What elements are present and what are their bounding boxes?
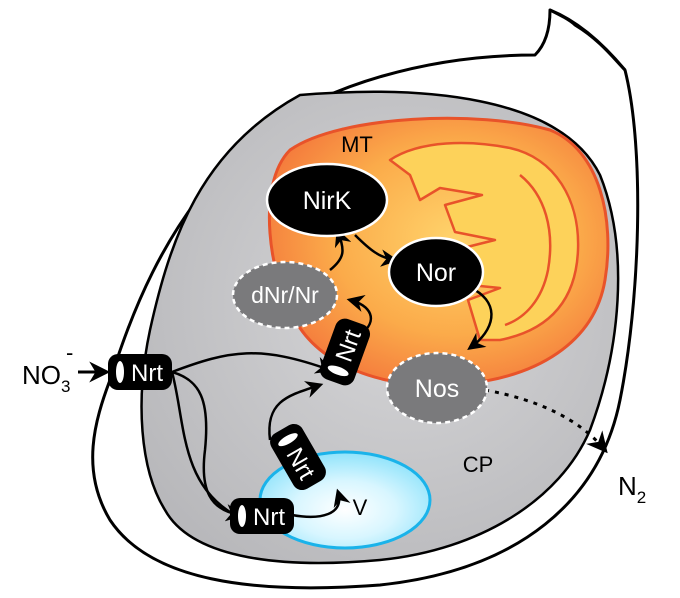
- mitochondrion-cristae-fold: [504, 174, 552, 327]
- mitochondrion-label: MT: [341, 132, 373, 157]
- nitrate-label-main: NO: [22, 360, 61, 390]
- transporter-vacuole-upper: Nrt: [270, 423, 326, 491]
- transporter-plasma-membrane-label: Nrt: [131, 360, 163, 387]
- dinitrogen-label-main: N: [618, 471, 637, 501]
- cytoplasm-label: CP: [463, 452, 494, 477]
- transporter-mito-adjacent: Nrt: [319, 318, 371, 386]
- arrow-nrt-to-lower-2: [170, 371, 231, 514]
- arrow-nrt-to-upper: [171, 352, 334, 374]
- transporter-plasma-membrane: Nrt: [108, 354, 172, 390]
- dinitrogen-label: N2: [618, 471, 646, 507]
- enzyme-nos-label: Nos: [415, 375, 459, 403]
- nitrate-label: NO3 -: [22, 340, 73, 396]
- arrow-nrt-to-lower: [171, 370, 244, 522]
- arrow-nor-to-nos: [467, 288, 493, 351]
- enzyme-nos: Nos: [385, 351, 489, 425]
- nitrate-label-superscript: -: [66, 340, 73, 365]
- dinitrogen-label-subscript: 2: [637, 488, 646, 507]
- svg-text:NO3: NO3: [22, 360, 70, 396]
- transporter-vacuole-lower: Nrt: [230, 498, 294, 534]
- cell-tip-curl: [549, 8, 627, 71]
- enzyme-dnr-nr: dNr/Nr: [231, 260, 339, 330]
- enzyme-nor-label: Nor: [416, 259, 456, 287]
- arrow-nos-to-n2: [484, 388, 608, 454]
- nitrate-label-subscript: 3: [61, 377, 70, 396]
- enzyme-nirk: NirK: [265, 162, 389, 238]
- enzyme-nor: Nor: [387, 236, 485, 308]
- arrow-lower-to-vacuole: [291, 488, 351, 519]
- transporter-vacuole-lower-label: Nrt: [253, 504, 285, 531]
- svg-text:N2: N2: [618, 471, 646, 507]
- enzyme-nirk-label: NirK: [303, 187, 352, 215]
- arrow-vacuole-nrt-to-upper: [268, 381, 324, 441]
- vacuole-label: V: [353, 495, 368, 520]
- enzyme-dnr-nr-label: dNr/Nr: [251, 282, 319, 308]
